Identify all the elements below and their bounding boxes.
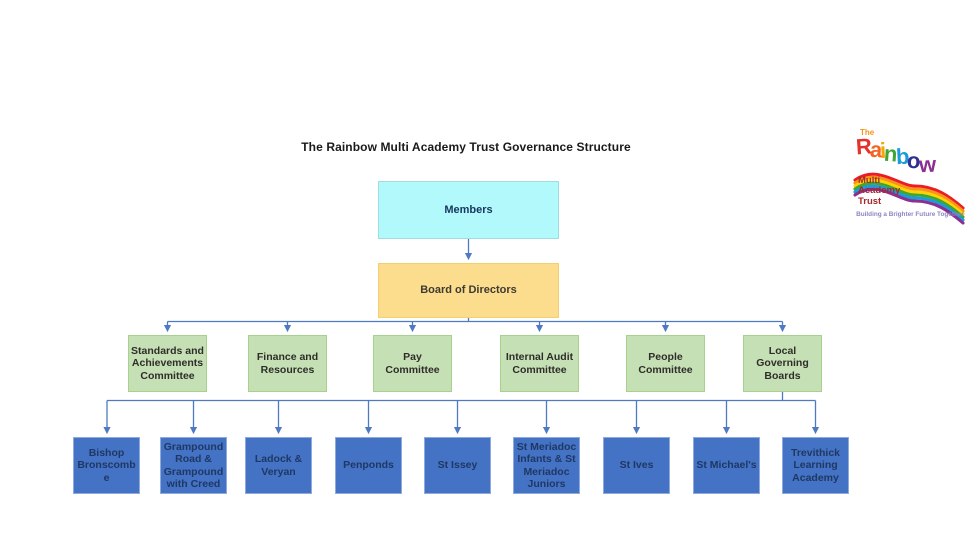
- logo-org-name: Multi Academy Trust: [858, 175, 901, 207]
- logo-org-line: Trust: [858, 195, 882, 207]
- logo-the-text: The: [860, 128, 875, 137]
- chart-title: The Rainbow Multi Academy Trust Governan…: [301, 140, 631, 154]
- node-board: Board of Directors: [378, 263, 559, 318]
- logo-letter: o: [906, 147, 920, 174]
- school-node-trevithick: Trevithick Learning Academy: [782, 437, 849, 494]
- committee-node-local-governing: Local Governing Boards: [743, 335, 822, 392]
- school-node-penponds: Penponds: [335, 437, 402, 494]
- school-node-grampound: Grampound Road & Grampound with Creed: [160, 437, 227, 494]
- school-node-st-ives: St Ives: [603, 437, 670, 494]
- node-members: Members: [378, 181, 559, 239]
- committee-node-internal-audit: Internal Audit Committee: [500, 335, 579, 392]
- logo-rainbow-word: Rainbow: [855, 133, 934, 178]
- school-node-st-meriadoc: St Meriadoc Infants & St Meriadoc Junior…: [513, 437, 580, 494]
- school-node-st-michaels: St Michael's: [693, 437, 760, 494]
- logo-org-line: Academy: [858, 185, 901, 197]
- trust-logo: The Rainbow Multi Academy Trust Building…: [852, 128, 968, 228]
- school-node-ladock-veryan: Ladock & Veryan: [245, 437, 312, 494]
- logo-letter: R: [855, 133, 871, 160]
- school-node-bishop-bronscombe: Bishop Bronscombe: [73, 437, 140, 494]
- logo-org-line: Multi: [858, 175, 881, 186]
- committee-node-standards: Standards and Achievements Committee: [128, 335, 207, 392]
- rainbow-swoosh-icon: [853, 172, 965, 225]
- logo-tagline: Building a Brighter Future Together: [856, 211, 964, 218]
- committee-node-finance: Finance and Resources: [248, 335, 327, 392]
- committee-node-people: People Committee: [626, 335, 705, 392]
- logo-letter: w: [918, 151, 935, 178]
- school-node-st-issey: St Issey: [424, 437, 491, 494]
- committee-node-pay: Pay Committee: [373, 335, 452, 392]
